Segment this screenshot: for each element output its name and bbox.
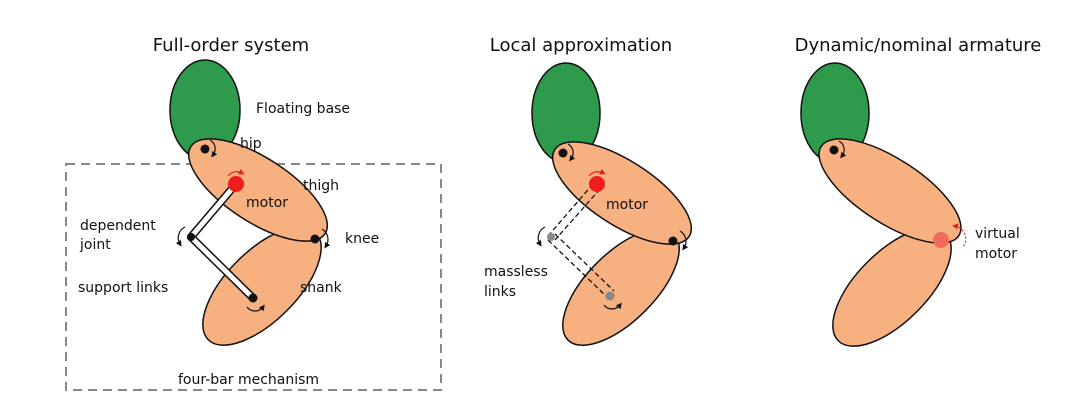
thigh-link <box>187 138 329 242</box>
dependent-joint-arrow <box>175 226 186 247</box>
hip-rotation-arrow <box>209 139 218 158</box>
hip-joint <box>558 148 568 158</box>
hip-joint <box>829 145 839 155</box>
panel-dynamic-armature: Dynamic/nominal armature virtual motor <box>795 35 1042 347</box>
label-knee: knee <box>345 231 379 247</box>
label-joint: joint <box>79 237 111 253</box>
virtual-motor-arrow <box>952 223 967 249</box>
label-hip: hip <box>240 136 262 152</box>
knee-rotation-arrow <box>321 228 331 249</box>
label-dependent: dependent <box>80 218 156 234</box>
label-support-links: support links <box>78 280 168 296</box>
motor-joint <box>589 176 605 192</box>
shank-rotation-arrow <box>603 302 622 310</box>
panel-local-approximation: Local approximation motor massless links <box>484 35 693 346</box>
label-shank: shank <box>300 280 343 296</box>
panel-title-local-approximation: Local approximation <box>490 35 672 56</box>
thigh-link <box>551 141 693 245</box>
label-floating-base: Floating base <box>256 101 350 117</box>
label-four-bar: four-bar mechanism <box>178 372 319 388</box>
label-motor: motor <box>975 246 1017 262</box>
panel-title-dynamic-armature: Dynamic/nominal armature <box>795 35 1042 56</box>
shank-rotation-arrow <box>246 304 265 312</box>
motor-rotation-arrow <box>588 168 606 177</box>
massless-link-lower-b <box>554 233 615 292</box>
dependent-joint <box>187 233 195 241</box>
massless-link-upper-a <box>547 183 594 237</box>
shank-joint <box>248 293 258 303</box>
panel-full-order: Full-order system Floating base hip thig… <box>65 35 442 391</box>
motor-rotation-arrow <box>227 168 245 177</box>
massless-link-lower-a <box>547 239 608 298</box>
label-virtual: virtual <box>975 226 1020 242</box>
label-massless: massless <box>484 264 548 280</box>
massless-link-upper-b <box>554 188 601 241</box>
hip-rotation-arrow <box>567 143 576 162</box>
motor-joint <box>228 176 244 192</box>
label-motor: motor <box>606 197 648 213</box>
knee-rotation-arrow <box>679 230 689 251</box>
knee-joint <box>668 236 678 246</box>
dependent-joint-arrow <box>535 226 546 247</box>
hip-joint <box>200 144 210 154</box>
thigh-link <box>818 138 962 244</box>
label-links: links <box>484 284 516 300</box>
virtual-motor-joint <box>933 232 949 248</box>
label-motor: motor <box>246 195 288 211</box>
label-thigh: thigh <box>303 178 339 194</box>
hip-rotation-arrow <box>838 140 847 159</box>
shank-joint <box>605 291 615 301</box>
panel-title-full-order: Full-order system <box>153 35 309 56</box>
knee-joint <box>310 234 320 244</box>
dependent-joint <box>547 233 555 241</box>
